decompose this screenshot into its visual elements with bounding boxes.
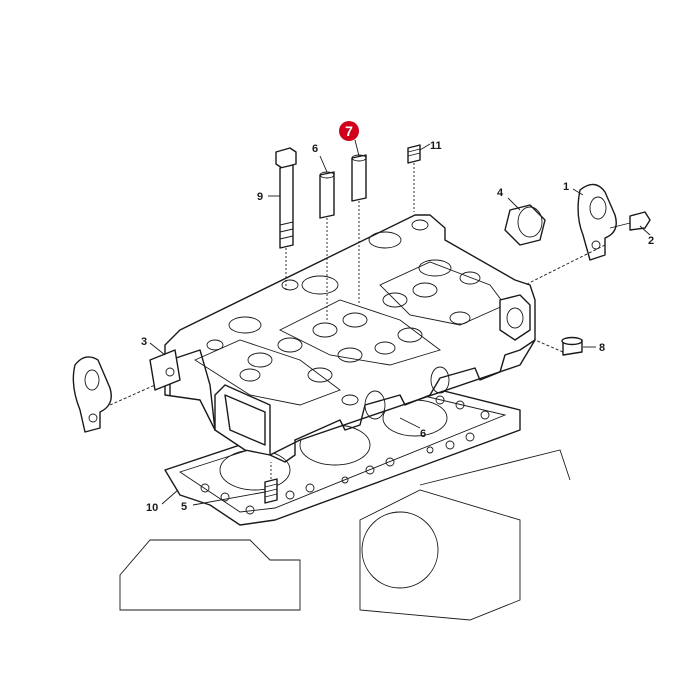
highlighted-callout-7: 7 [339, 121, 359, 141]
callout-4: 4 [497, 187, 504, 199]
callout-11: 11 [430, 140, 442, 152]
head-bolt-9 [275, 147, 297, 290]
callout-7: 7 [345, 123, 353, 139]
cap-8 [561, 336, 583, 356]
engine-block-outline [119, 449, 571, 621]
callout-10: 10 [146, 502, 158, 514]
head-gasket [164, 384, 521, 526]
callout-labels: 9 6 11 4 1 2 8 3 6 5 10 [141, 140, 654, 514]
callout-1: 1 [563, 181, 569, 193]
callout-8: 8 [599, 342, 605, 354]
cylinder-head [149, 214, 536, 463]
plug-4 [504, 204, 546, 246]
callout-5: 5 [181, 501, 187, 513]
lifting-bracket-1 [577, 183, 617, 261]
callout-3: 3 [141, 336, 147, 348]
callout-6-gasket: 6 [420, 428, 426, 440]
callout-9: 9 [257, 191, 263, 203]
stud-5 [264, 462, 278, 504]
callout-2: 2 [648, 235, 654, 247]
lifting-bracket-left [72, 356, 112, 433]
plug-11 [407, 144, 421, 212]
bolt-2 [609, 211, 651, 231]
highlight-circle [339, 121, 359, 141]
callout-6-top: 6 [312, 143, 318, 155]
valve-guides [319, 154, 367, 320]
leader-lines [149, 139, 651, 506]
